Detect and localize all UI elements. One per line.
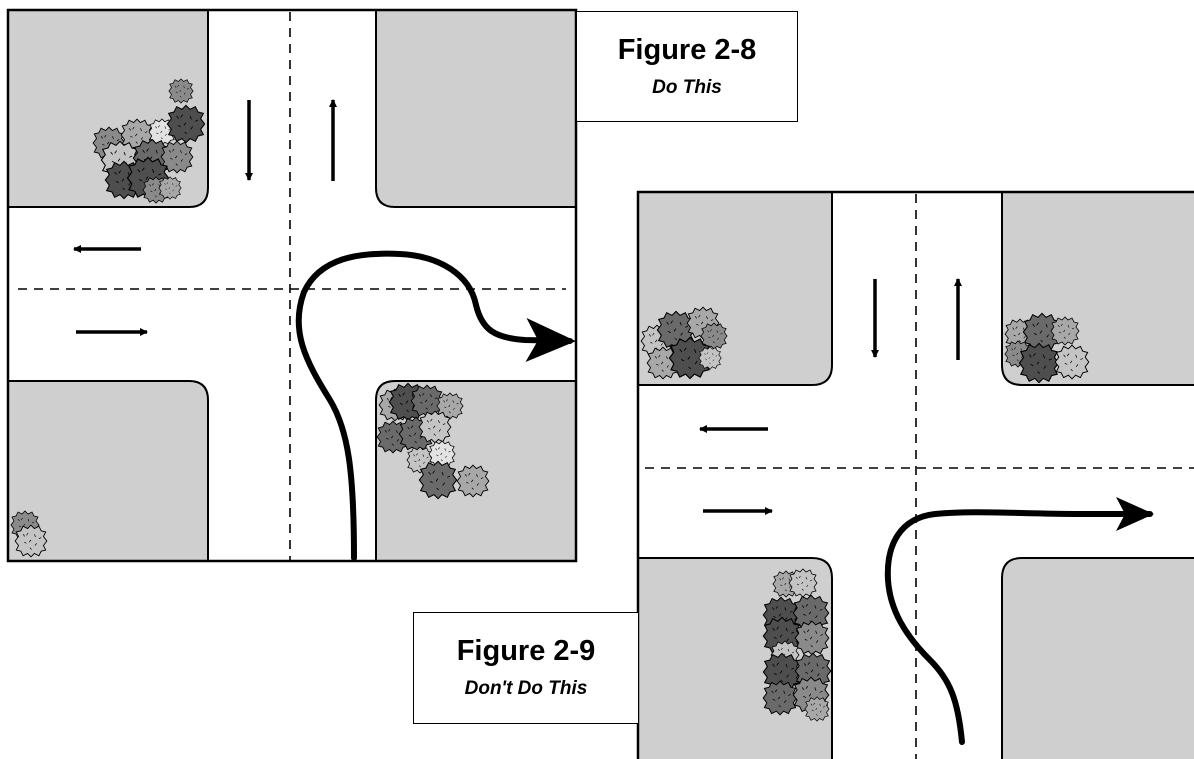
figure-2-9-caption-box: Figure 2-9 Don't Do This <box>413 612 639 724</box>
fig8-lot-bottom-left <box>7 380 209 562</box>
turn-arrow-icon <box>884 497 1154 745</box>
figure-2-8-diagram <box>6 8 578 563</box>
figure-2-8-number: Figure 2-8 <box>617 33 757 66</box>
figure-2-9-number: Figure 2-9 <box>456 635 596 667</box>
fig8-frame <box>6 8 578 563</box>
fig9-lot-bottom-right <box>1001 557 1194 759</box>
figure-2-8-caption-box: Figure 2-8 Do This <box>576 11 798 122</box>
figure-2-9-diagram <box>636 190 1194 759</box>
figure-2-8-caption: Do This <box>652 76 722 98</box>
turn-arrow-icon <box>295 250 576 561</box>
fig8-lot-top-right <box>375 9 577 208</box>
fig9-frame <box>636 190 1194 759</box>
figure-2-9-caption: Don't Do This <box>464 678 588 699</box>
